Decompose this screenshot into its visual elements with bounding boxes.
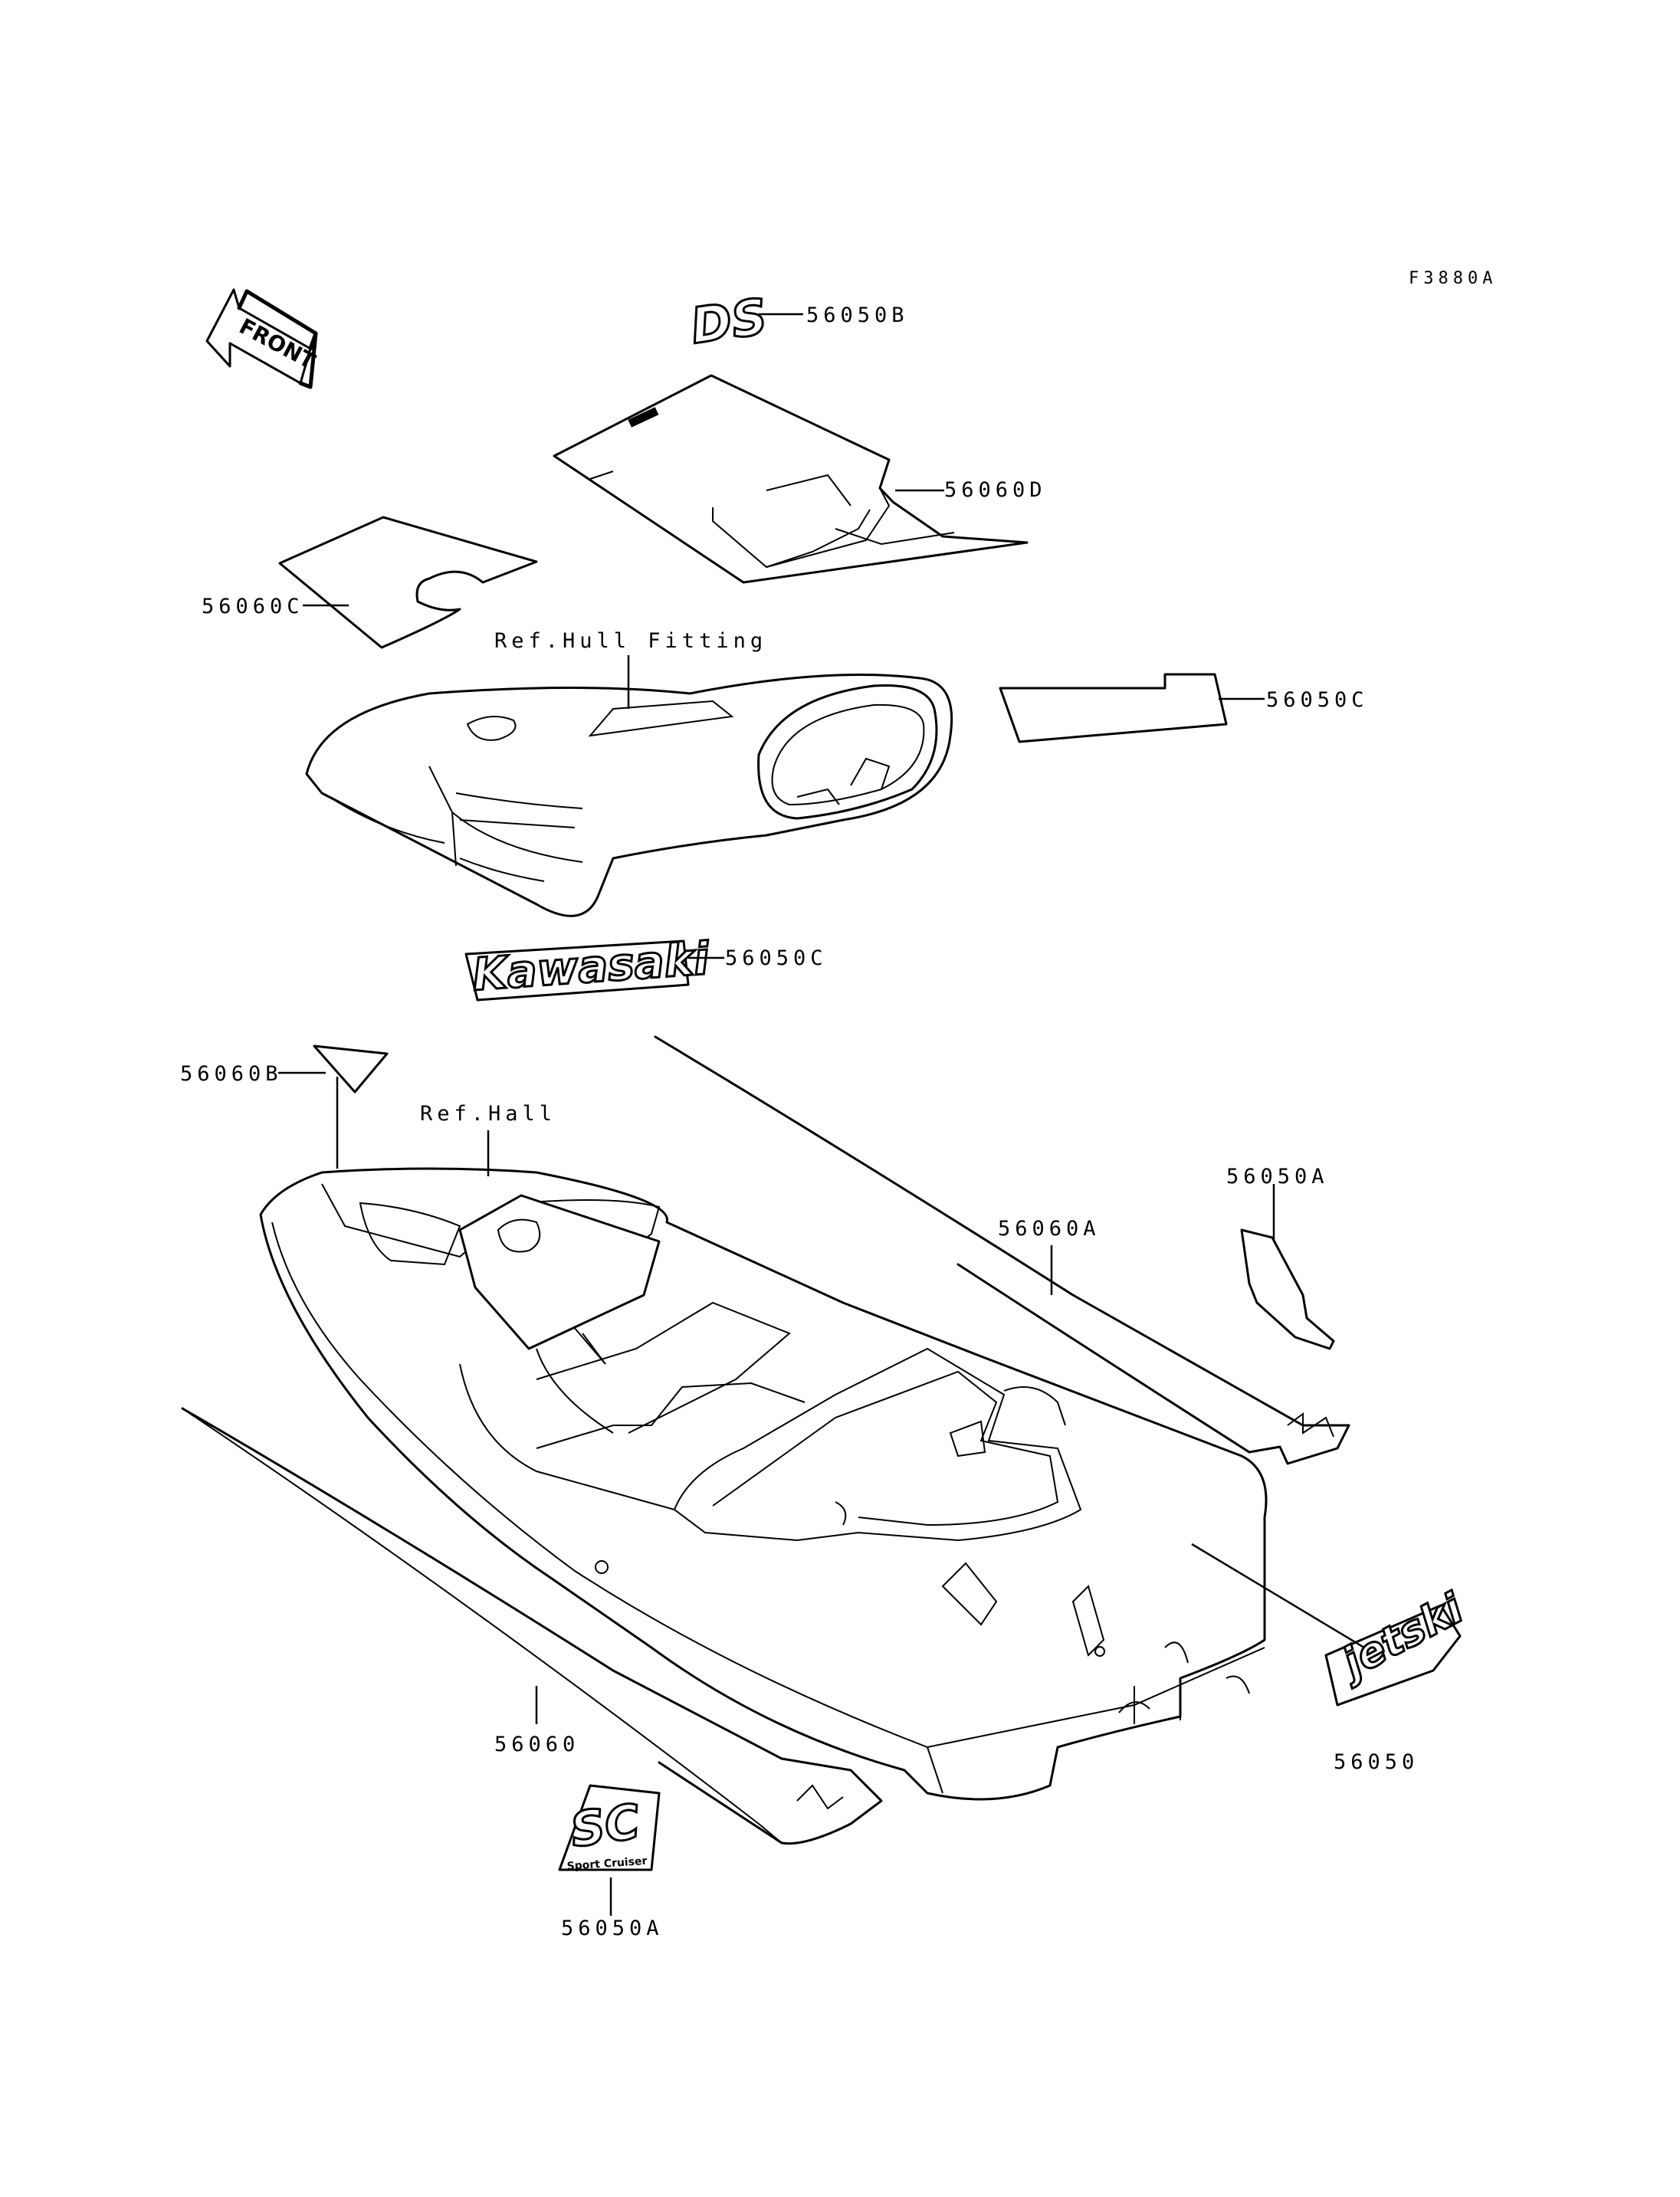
callout-56050C-upper: 56050C (1266, 688, 1369, 712)
ref-hull-fitting-label: Ref.Hull Fitting (494, 629, 767, 653)
ref-hall-label: Ref.Hall (420, 1102, 556, 1126)
callout-56060C: 56060C (202, 595, 304, 618)
callout-56060: 56060 (494, 1733, 579, 1756)
triangle-decal-56060B (313, 1044, 389, 1094)
figure-code: F3880A (1409, 269, 1497, 288)
decal-56050A-upper (1240, 1228, 1335, 1350)
jet-ski-hull (259, 1167, 1268, 1801)
kawasaki-logo: Kawasaki (471, 933, 711, 1001)
callout-56060D: 56060D (944, 478, 1047, 502)
callout-56050: 56050 (1334, 1750, 1419, 1774)
callout-56050B: 56050B (806, 303, 909, 327)
sc-decal: SC Sport Cruiser (558, 1784, 661, 1873)
jetski-decal: jetski (1324, 1582, 1473, 1707)
callout-56050A-upper: 56050A (1226, 1165, 1329, 1189)
stripe-decal-56060A (654, 1035, 1350, 1465)
callout-56060B: 56060B (180, 1062, 283, 1086)
kawasaki-decal: Kawasaki (464, 931, 713, 1002)
ds-decal: DS (686, 287, 772, 356)
callout-56050C-kawasaki: 56050C (725, 946, 828, 970)
sc-logo: SC (567, 1793, 643, 1858)
seat-top-decal-56060D (553, 374, 1029, 584)
seat-hull-fitting (305, 674, 953, 917)
ds-logo: DS (687, 289, 771, 356)
stripe-decal-56060 (181, 1407, 883, 1845)
callout-56050A-lower: 56050A (561, 1917, 664, 1940)
side-decal-56060C (278, 516, 538, 649)
front-arrow-icon: FRONT (205, 288, 320, 389)
strip-decal-56050C (999, 673, 1228, 743)
sport-cruiser-text: Sport Cruiser (566, 1855, 648, 1873)
callout-56060A: 56060A (998, 1217, 1101, 1241)
